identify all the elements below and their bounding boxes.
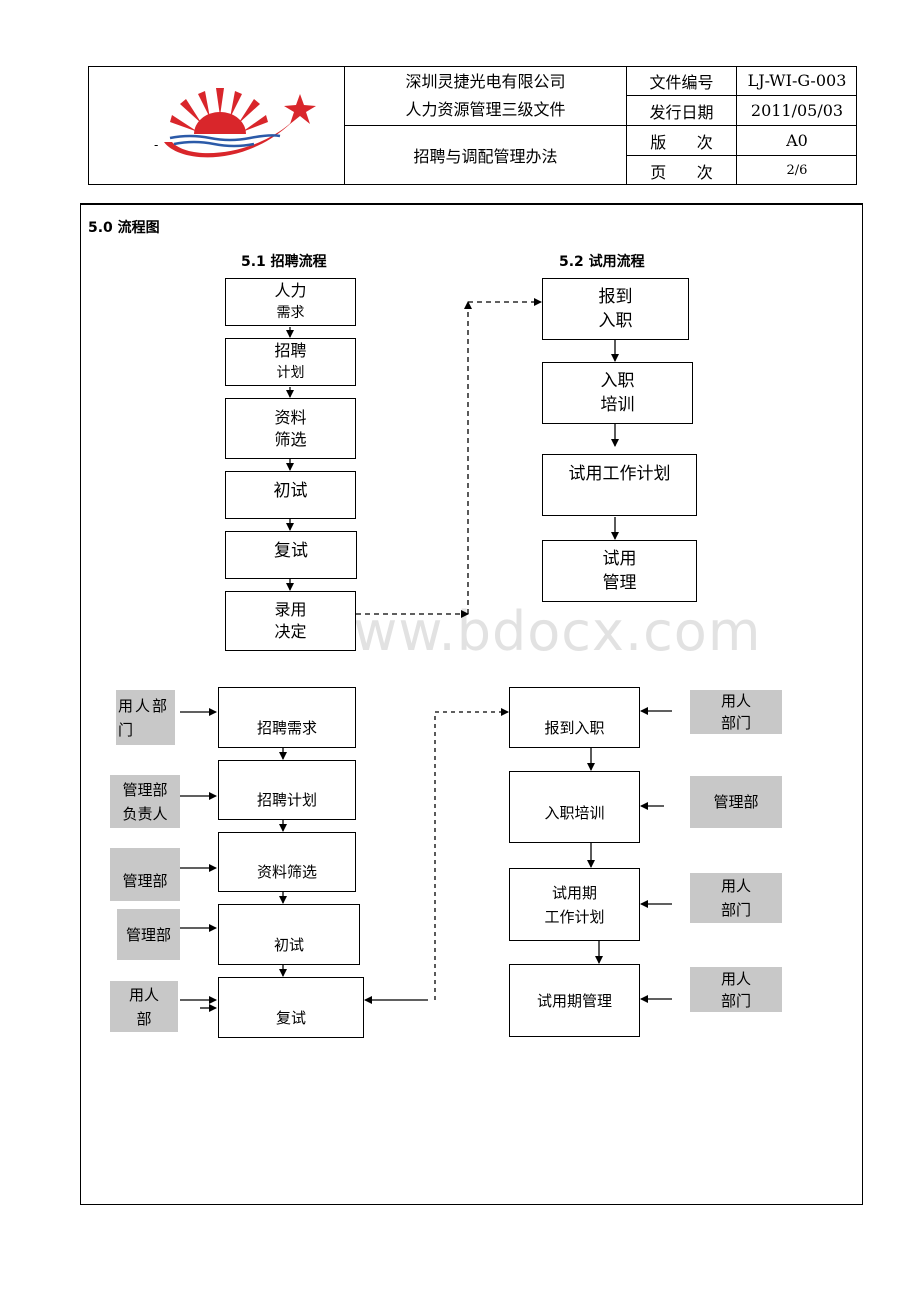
recruit-step-plan: 招聘 计划 [225,338,356,386]
trial-step-training: 入职 培训 [542,362,693,424]
watermark: www.bdocx.com [308,600,762,663]
recruit-step-screening: 资料 筛选 [225,398,356,459]
owner-tag: 管理部 [117,909,180,960]
owner-tag: 用人 部门 [690,690,782,734]
recruit-flow-title: 5.1 招聘流程 [241,254,327,270]
doc-no-value: LJ-WI-G-003 [747,71,847,90]
owner-tag: 管理部 [110,848,180,901]
issue-date-label: 发行日期 [649,102,714,122]
owner-tag: 用人 部 [110,981,178,1032]
document-title: 招聘与调配管理办法 [413,147,558,166]
owner-tag: 用人 部门 [690,873,782,923]
detail-step-first-interview: 初试 [218,904,360,965]
doc-no-label: 文件编号 [649,72,714,92]
recruit-step-first-interview: 初试 [225,471,356,519]
document-level: 人力资源管理三级文件 [405,100,566,119]
detail-step-trial-management: 试用期管理 [509,964,640,1037]
detail-step-trial-work-plan: 试用期 工作计划 [509,868,640,941]
page-value: 2/6 [786,163,808,178]
version-value: A0 [786,131,808,150]
header-divider [626,155,857,156]
sun-star-logo-icon [164,88,316,158]
trial-step-management: 试用 管理 [542,540,697,602]
owner-tag: 用人 部门 [690,967,782,1012]
owner-tag: 用人部 门 [116,690,175,745]
trial-flow-title: 5.2 试用流程 [559,254,645,270]
recruit-step-second-interview: 复试 [225,531,357,579]
issue-date-value: 2011/05/03 [750,101,844,120]
detail-step-onboard: 报到入职 [509,687,640,748]
owner-tag: 管理部 负责人 [110,775,180,828]
detail-step-training: 入职培训 [509,771,640,843]
logo-dash: - [154,138,159,152]
trial-step-work-plan: 试用工作计划 [542,454,697,516]
detail-step-screening: 资料筛选 [218,832,356,892]
content-frame [80,203,863,1205]
detail-step-second-interview: 复试 [218,977,364,1038]
header-divider [626,95,857,96]
recruit-step-manpower-demand: 人力 需求 [225,278,356,326]
detail-step-recruit-plan: 招聘计划 [218,760,356,820]
header-divider [344,125,627,126]
company-name: 深圳灵捷光电有限公司 [405,72,566,91]
detail-step-recruit-demand: 招聘需求 [218,687,356,748]
version-label: 版 次 [650,132,713,152]
page-label: 页 次 [650,162,713,182]
header-divider [626,125,857,126]
trial-step-onboard: 报到 入职 [542,278,689,340]
owner-tag: 管理部 [690,776,782,828]
recruit-step-hire-decision: 录用 决定 [225,591,356,651]
section-title: 5.0 流程图 [88,220,160,236]
